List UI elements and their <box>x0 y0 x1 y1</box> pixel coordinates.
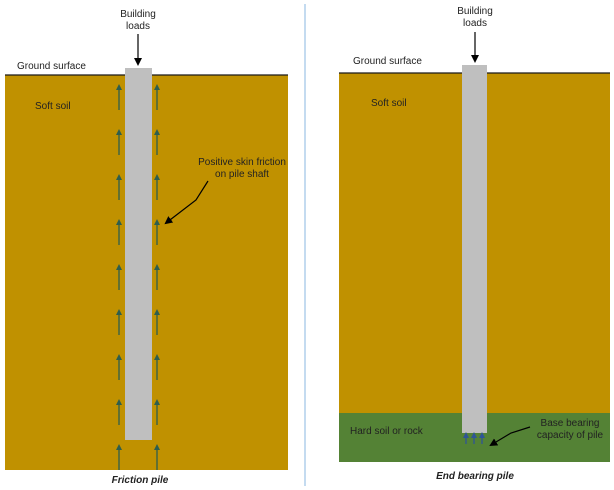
skin-friction-arrow <box>116 129 122 155</box>
skin-friction-arrow <box>154 309 160 335</box>
skin-friction-arrow <box>154 174 160 200</box>
base-bearing-label-line1: Base bearing <box>541 418 600 429</box>
hard-soil-label: Hard soil or rock <box>350 426 424 437</box>
skin-friction-arrow <box>154 84 160 110</box>
pile-shaft <box>462 65 487 433</box>
skin-friction-label-line1: Positive skin friction <box>198 157 286 168</box>
skin-friction-arrow <box>154 354 160 380</box>
skin-friction-arrows <box>116 84 160 470</box>
friction-pile-panel: Building loads Ground surface Soft soil … <box>5 9 288 486</box>
skin-friction-arrow <box>116 309 122 335</box>
building-load-label-line1: Building <box>457 6 493 17</box>
skin-friction-arrow <box>116 444 122 470</box>
skin-friction-arrow <box>116 219 122 245</box>
skin-friction-label-line2: on pile shaft <box>215 169 269 180</box>
soft-soil-label: Soft soil <box>35 101 71 112</box>
base-bearing-arrow <box>463 432 469 444</box>
ground-surface-label: Ground surface <box>17 61 86 72</box>
friction-pile-caption: Friction pile <box>112 475 169 486</box>
skin-friction-arrow <box>154 129 160 155</box>
building-load-label-line2: loads <box>463 18 487 29</box>
skin-friction-arrow <box>116 174 122 200</box>
building-load-label-line1: Building <box>120 9 156 20</box>
base-bearing-arrow <box>479 432 485 444</box>
pile-shaft <box>125 68 152 440</box>
skin-friction-arrow <box>116 399 122 425</box>
base-bearing-leader-arrow <box>489 426 531 447</box>
base-bearing-arrow <box>471 432 477 444</box>
base-bearing-label-line2: capacity of pile <box>537 430 604 441</box>
end-bearing-pile-caption: End bearing pile <box>436 471 514 482</box>
ground-surface-label: Ground surface <box>353 56 422 67</box>
skin-friction-arrow <box>116 84 122 110</box>
skin-friction-arrow <box>154 264 160 290</box>
building-load-label-line2: loads <box>126 21 150 32</box>
soft-soil-label: Soft soil <box>371 98 407 109</box>
skin-friction-arrow <box>154 219 160 245</box>
skin-friction-arrow <box>116 354 122 380</box>
skin-friction-leader-arrow <box>164 180 209 225</box>
skin-friction-arrow <box>154 444 160 470</box>
end-bearing-pile-panel: Building loads Ground surface Soft soil … <box>339 6 610 482</box>
base-bearing-arrows <box>463 432 485 444</box>
skin-friction-arrow <box>116 264 122 290</box>
skin-friction-arrow <box>154 399 160 425</box>
